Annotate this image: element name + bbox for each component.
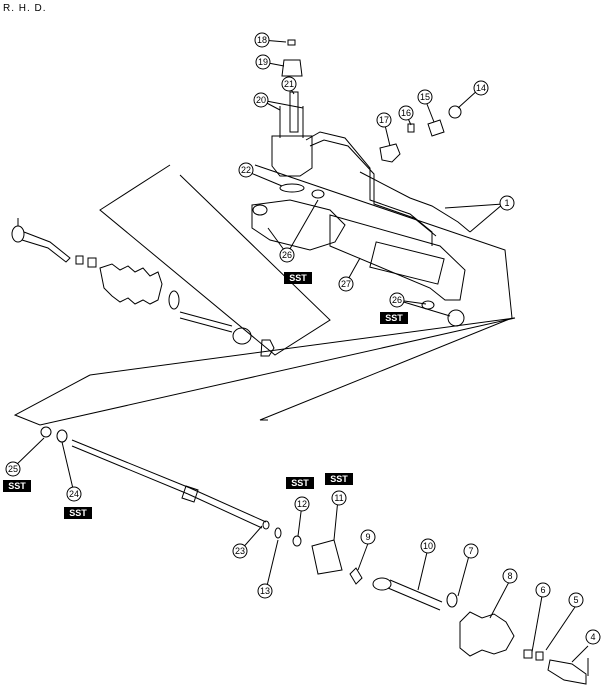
locknut-left [75, 255, 97, 268]
callout-1: 1 [499, 195, 515, 211]
callout-11: 11 [331, 490, 347, 506]
sst-tag-11: SST [325, 473, 353, 485]
callout-15: 15 [417, 89, 433, 105]
svg-text:1: 1 [504, 198, 509, 208]
svg-text:26: 26 [282, 250, 292, 260]
svg-text:4: 4 [590, 632, 595, 642]
svg-text:5: 5 [573, 595, 578, 605]
svg-text:18: 18 [257, 35, 267, 45]
svg-text:25: 25 [8, 464, 18, 474]
svg-text:6: 6 [540, 585, 545, 595]
svg-text:SST: SST [291, 478, 309, 488]
svg-text:13: 13 [260, 586, 270, 596]
svg-text:11: 11 [334, 493, 343, 503]
plane-lower [13, 317, 516, 426]
callout-23: 23 [232, 543, 248, 559]
svg-text:9: 9 [365, 532, 370, 542]
leader-lines [12, 39, 589, 663]
callout-16: 16 [398, 105, 414, 121]
callout-6: 6 [535, 582, 551, 598]
callout-17: 17 [376, 112, 392, 128]
callout-27: 27 [338, 276, 354, 292]
plane-upper [99, 164, 331, 356]
callout-8: 8 [502, 568, 518, 584]
callout-18: 18 [254, 32, 270, 48]
svg-text:SST: SST [289, 273, 307, 283]
svg-text:27: 27 [341, 279, 351, 289]
callout-13: 13 [257, 583, 273, 599]
boot-left [99, 263, 180, 310]
svg-text:SST: SST [385, 313, 403, 323]
callout-9: 9 [360, 529, 376, 545]
plane-rack [254, 164, 513, 421]
svg-text:12: 12 [297, 499, 307, 509]
callout-14: 14 [473, 80, 489, 96]
sst-tag-12: SST [286, 477, 314, 489]
sst-tag-24: SST [64, 507, 92, 519]
callout-5: 5 [568, 592, 584, 608]
callout-10: 10 [420, 538, 436, 554]
callout-22: 22 [238, 162, 254, 178]
svg-text:8: 8 [507, 571, 512, 581]
lower-right-parts [274, 527, 589, 685]
callout-25: 25 [5, 461, 21, 477]
callout-24: 24 [66, 486, 82, 502]
callout-4: 4 [585, 629, 601, 645]
gear-housing [251, 189, 466, 327]
svg-text:7: 7 [468, 546, 473, 556]
svg-text:15: 15 [420, 92, 430, 102]
callout-26-upper: 26 [279, 247, 295, 263]
svg-text:17: 17 [379, 115, 389, 125]
svg-text:14: 14 [476, 83, 486, 93]
tie-rod-left [179, 311, 275, 357]
sst-tag-housing: SST [284, 272, 312, 284]
svg-text:16: 16 [401, 108, 411, 118]
svg-text:SST: SST [8, 481, 26, 491]
valve-parts-upper-right [379, 105, 462, 163]
callout-12: 12 [294, 496, 310, 512]
callout-20: 20 [253, 92, 269, 108]
svg-text:SST: SST [330, 474, 348, 484]
svg-text:22: 22 [241, 165, 251, 175]
svg-text:SST: SST [69, 508, 87, 518]
svg-text:19: 19 [258, 57, 268, 67]
svg-text:10: 10 [423, 541, 433, 551]
sst-tag-rack: SST [380, 312, 408, 324]
svg-text:24: 24 [69, 489, 79, 499]
pinion-assembly [271, 39, 313, 193]
callout-26-lower: 26 [389, 292, 405, 308]
callout-7: 7 [463, 543, 479, 559]
callout-19: 19 [255, 54, 271, 70]
svg-text:21: 21 [284, 79, 294, 89]
svg-text:20: 20 [256, 95, 266, 105]
hydraulic-lines [305, 131, 471, 246]
tie-rod-end-left [11, 218, 71, 263]
sst-tag-25: SST [3, 480, 31, 492]
callout-21: 21 [281, 76, 297, 92]
svg-text:26: 26 [392, 295, 402, 305]
svg-text:23: 23 [235, 546, 245, 556]
rhd-label: R. H. D. [3, 3, 47, 14]
